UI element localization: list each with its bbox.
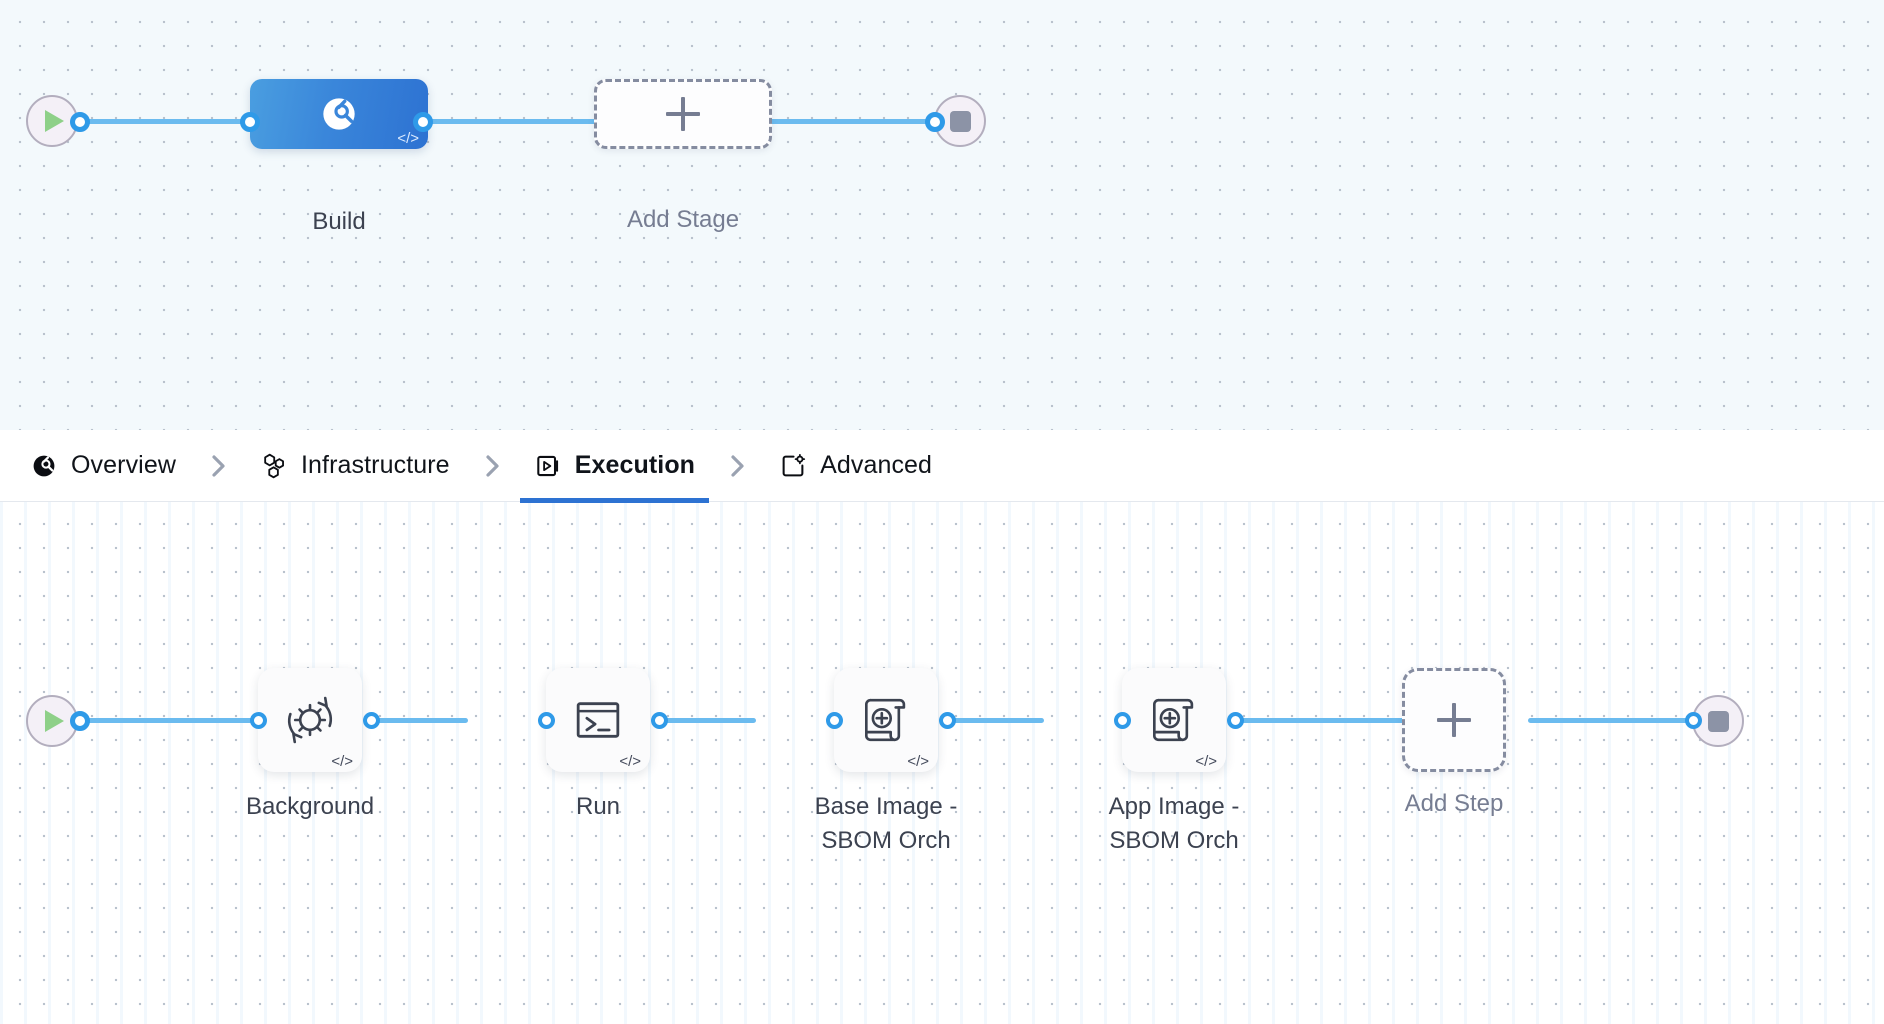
add-stage-node[interactable] <box>594 79 772 149</box>
step-app-image-output-dot[interactable] <box>1227 712 1244 729</box>
chevron-right-icon <box>709 451 765 481</box>
tab-infrastructure[interactable]: Infrastructure <box>246 430 464 502</box>
step-edge-start-to-background <box>78 718 262 723</box>
code-badge-icon: </> <box>1195 753 1217 770</box>
step-edge-background-to-run <box>370 718 468 723</box>
stage-edge-start-to-build <box>78 119 256 124</box>
step-base-image-output-dot[interactable] <box>939 712 956 729</box>
chevron-right-icon <box>464 451 520 481</box>
step-background-output-dot[interactable] <box>363 712 380 729</box>
step-background-input-dot[interactable] <box>250 712 267 729</box>
step-start-node[interactable] <box>26 695 78 747</box>
step-edge-base-to-app-image <box>946 718 1044 723</box>
background-step-box[interactable]: </> <box>258 668 362 772</box>
start-circle <box>26 95 78 147</box>
tab-label-overview: Overview <box>71 451 176 479</box>
tab-execution[interactable]: Execution <box>519 430 710 503</box>
code-badge-icon: </> <box>907 753 929 770</box>
step-label-base-image-sbom: Base Image - SBOM Orch <box>814 793 958 855</box>
step-run-output-dot[interactable] <box>651 712 668 729</box>
step-canvas[interactable]: </> Background </> Run <box>0 502 1884 1024</box>
play-box-icon <box>534 452 562 480</box>
tab-label-execution: Execution <box>574 451 696 479</box>
scroll-plus-icon <box>865 698 906 742</box>
plus-icon <box>666 97 700 131</box>
stop-icon <box>1707 710 1729 732</box>
gear-refresh-icon <box>287 696 333 744</box>
stage-edge-build-to-add <box>420 119 600 124</box>
play-icon <box>45 110 64 132</box>
terminal-icon <box>576 702 620 738</box>
run-step-box[interactable]: </> <box>546 668 650 772</box>
add-stage-label: Add Stage <box>626 206 740 233</box>
step-edge-app-image-to-add-step <box>1234 718 1404 723</box>
code-badge-icon: </> <box>397 130 419 147</box>
step-label-app-image-sbom: App Image - SBOM Orch <box>1108 793 1240 855</box>
app-image-sbom-step-box[interactable]: </> <box>1122 668 1226 772</box>
plus-icon <box>1437 703 1471 737</box>
add-stage-box[interactable] <box>594 79 772 149</box>
stage-start-output-dot[interactable] <box>70 112 90 132</box>
code-badge-icon: </> <box>619 753 641 770</box>
base-image-sbom-step-box[interactable]: </> <box>834 668 938 772</box>
stage-edge-add-to-end <box>768 119 948 124</box>
stage-start-node[interactable] <box>26 95 78 147</box>
build-stage-box[interactable]: </> <box>250 79 428 149</box>
pie-chart-icon <box>323 98 355 130</box>
stage-label-build: Build <box>312 208 366 235</box>
step-label-run: Run <box>575 793 621 820</box>
stage-canvas[interactable]: </> Build Add Stage <box>0 0 1884 430</box>
tab-label-advanced: Advanced <box>820 451 933 479</box>
stage-end-input-dot[interactable] <box>925 112 945 132</box>
step-node-app-image-sbom[interactable]: </> <box>1122 668 1226 772</box>
step-node-run[interactable]: </> <box>546 668 650 772</box>
hexagons-icon <box>260 452 288 480</box>
step-base-image-input-dot[interactable] <box>826 712 843 729</box>
stage-config-tabs: Overview Infrastructure <box>0 430 1884 503</box>
pie-chart-icon <box>30 452 58 480</box>
start-circle <box>26 695 78 747</box>
stop-icon <box>949 110 971 132</box>
step-end-input-dot[interactable] <box>1685 712 1702 729</box>
add-step-box[interactable] <box>1402 668 1506 772</box>
add-step-node[interactable] <box>1402 668 1506 772</box>
scroll-plus-icon <box>1153 698 1194 742</box>
step-node-background[interactable]: </> <box>258 668 362 772</box>
stage-build-input-dot[interactable] <box>240 112 260 132</box>
stage-build-output-dot[interactable] <box>413 112 433 132</box>
step-run-input-dot[interactable] <box>538 712 555 729</box>
step-edge-add-step-to-end <box>1528 718 1696 723</box>
step-label-background: Background <box>245 793 375 820</box>
tab-label-infrastructure: Infrastructure <box>301 451 450 479</box>
card-gear-icon <box>779 452 807 480</box>
stage-node-build[interactable]: </> <box>250 79 428 149</box>
chevron-right-icon <box>190 451 246 481</box>
add-step-label: Add Step <box>1404 790 1504 817</box>
step-app-image-input-dot[interactable] <box>1114 712 1131 729</box>
step-node-base-image-sbom[interactable]: </> <box>834 668 938 772</box>
tab-advanced[interactable]: Advanced <box>765 430 946 502</box>
tab-overview[interactable]: Overview <box>16 430 190 502</box>
step-start-output-dot[interactable] <box>70 711 90 731</box>
play-icon <box>45 710 64 732</box>
step-edge-run-to-base-image <box>658 718 756 723</box>
code-badge-icon: </> <box>331 753 353 770</box>
